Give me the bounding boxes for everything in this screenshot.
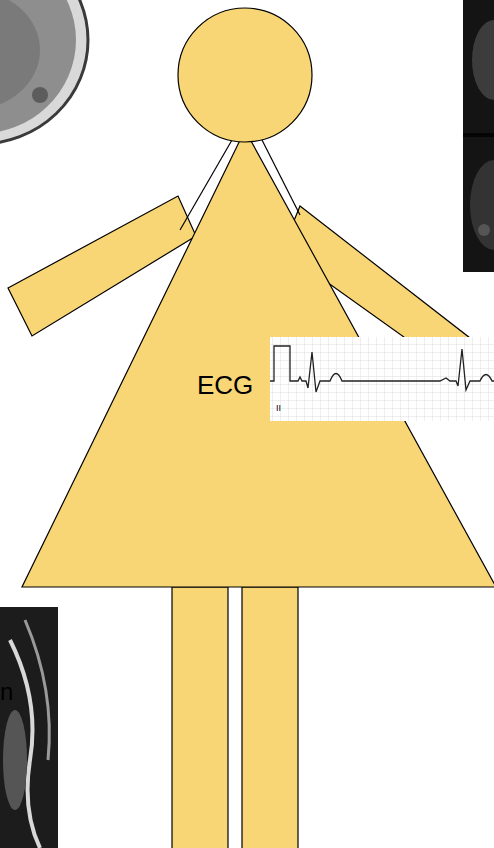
right-leg xyxy=(242,587,298,848)
ct-skull xyxy=(0,0,88,144)
ct-sagittal-image xyxy=(0,607,58,848)
ct-soft-tissue xyxy=(3,710,27,810)
dress-edge xyxy=(262,140,300,215)
patient-figure xyxy=(8,8,494,848)
ct-bone xyxy=(25,620,49,760)
dress-body xyxy=(22,130,494,587)
mri-detail xyxy=(478,224,490,236)
figure-label: n xyxy=(0,680,13,704)
ecg-lead-label: II xyxy=(276,404,281,413)
ecg-strip xyxy=(270,337,494,421)
ct-ventricle xyxy=(32,87,48,103)
figure-label: ECG xyxy=(197,372,253,398)
head xyxy=(178,8,312,142)
dress-edge xyxy=(180,140,232,230)
mri-slice xyxy=(470,160,494,250)
ecg-grid xyxy=(270,337,494,421)
ct-background xyxy=(0,607,58,848)
left-leg xyxy=(172,587,228,848)
mri-image xyxy=(463,0,494,272)
ct-brain xyxy=(0,0,76,134)
ct-scan-image xyxy=(0,0,92,148)
ecg-trace xyxy=(270,346,494,392)
ecg-paper xyxy=(270,337,494,421)
mri-slice xyxy=(472,20,494,100)
mri-divider xyxy=(463,133,494,137)
